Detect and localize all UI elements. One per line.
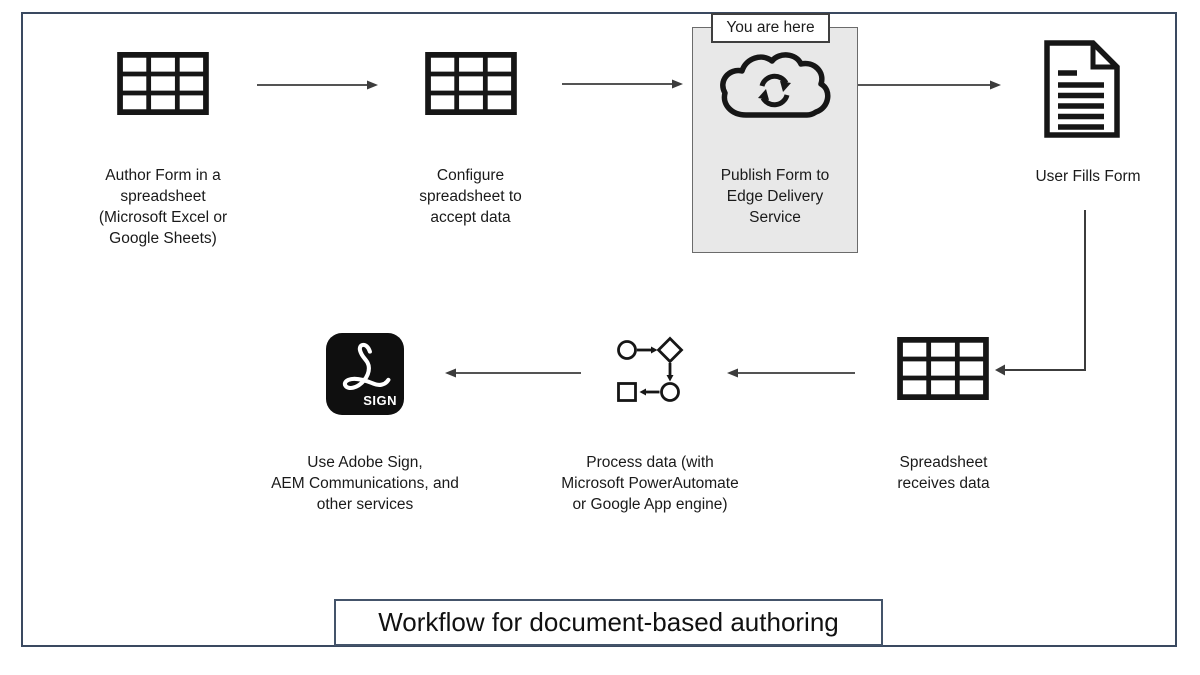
- you-are-here-callout: You are here: [711, 13, 830, 43]
- author-form-label: Author Form in a spreadsheet (Microsoft …: [98, 167, 228, 247]
- process-data-label: Process data (with Microsoft PowerAutoma…: [561, 454, 739, 513]
- diagram-border: [21, 12, 1177, 647]
- publish-highlight-box: [692, 27, 858, 253]
- configure-spreadsheet-label: Configure spreadsheet to accept data: [419, 167, 522, 226]
- arrow-userfills-to-receives: [995, 210, 1086, 376]
- arrow-publish-to-userfills: [858, 80, 1001, 90]
- cloud-sync-icon: [720, 52, 831, 118]
- adobe-sign-badge: SIGN: [363, 393, 397, 408]
- spreadsheet-icon: [117, 52, 209, 115]
- adobe-sign-icon: SIGN: [326, 333, 404, 415]
- arrow-process-to-adobe: [445, 368, 581, 378]
- diagram-title-box: Workflow for document-based authoring: [334, 599, 883, 646]
- arrow-configure-to-publish: [562, 79, 683, 89]
- document-lines-icon: [1044, 40, 1120, 138]
- process-flow-icon: [617, 336, 684, 402]
- arrow-author-to-configure: [257, 80, 378, 90]
- adobe-sign-label: Use Adobe Sign, AEM Communications, and …: [271, 454, 459, 513]
- publish-form-label: Publish Form to Edge Delivery Service: [720, 167, 830, 226]
- spreadsheet-receives-label: Spreadsheet receives data: [897, 454, 990, 492]
- user-fills-form-label: User Fills Form: [1035, 168, 1141, 185]
- diagram-title: Workflow for document-based authoring: [378, 607, 839, 637]
- spreadsheet-icon: [425, 52, 517, 115]
- adobe-squiggle-icon: [342, 342, 391, 391]
- arrow-receives-to-process: [727, 368, 855, 378]
- spreadsheet-icon: [897, 337, 989, 400]
